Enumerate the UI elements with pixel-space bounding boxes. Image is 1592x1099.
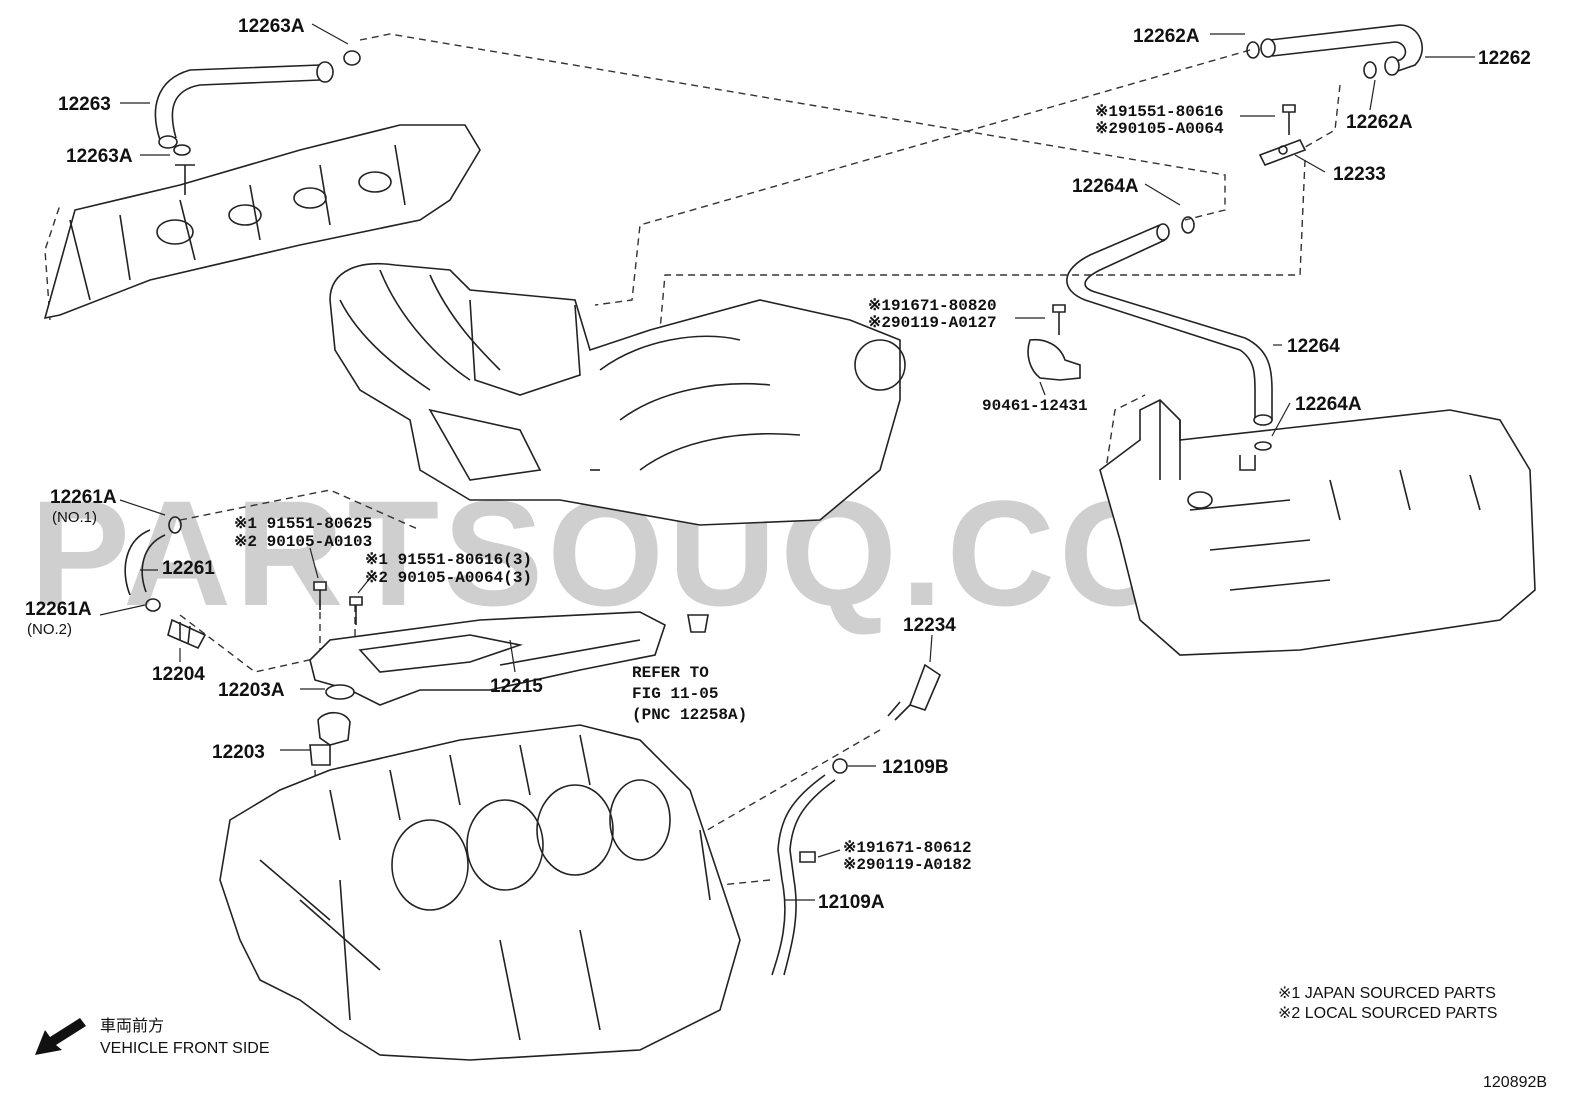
- part-12204: [167, 618, 207, 650]
- front-side-en: VEHICLE FRONT SIDE: [100, 1040, 270, 1057]
- separator-12215: [309, 611, 709, 706]
- right-head-cover: [1099, 399, 1536, 656]
- clamp-90461: [1027, 304, 1081, 381]
- label-12262A-right: 12262A: [1346, 112, 1413, 133]
- label-12109A: 12109A: [818, 892, 885, 913]
- label-12261A-no2: 12261A: [25, 599, 92, 620]
- left-head-cover: [43, 124, 481, 320]
- refer-line-3: (PNC 12258A): [632, 706, 747, 724]
- front-arrow-icon: [35, 1018, 86, 1055]
- label-bolt-mid-jp: ※1 91551-80616(3): [365, 551, 532, 569]
- part-12203: [309, 711, 351, 766]
- label-bolt-clamp-jp: ※191671-80820: [868, 297, 997, 315]
- label-bolt-12233-jp: ※191551-80616: [1095, 103, 1224, 121]
- label-12264: 12264: [1287, 336, 1340, 357]
- label-12203A: 12203A: [218, 680, 285, 701]
- hose-12261: [124, 516, 182, 612]
- label-12109B: 12109B: [882, 757, 949, 778]
- label-no1: (NO.1): [52, 509, 97, 526]
- intake-manifold: [329, 263, 906, 526]
- label-12215: 12215: [490, 676, 543, 697]
- leader-lines: [99, 23, 1475, 901]
- label-bolt-pipe-local: ※290119-A0182: [843, 856, 972, 874]
- label-no2: (NO.2): [27, 621, 72, 638]
- diagram-code: 120892B: [1483, 1074, 1547, 1091]
- label-bolt-left-jp: ※1 91551-80625: [234, 515, 372, 533]
- label-12203: 12203: [212, 742, 265, 763]
- label-12263: 12263: [58, 94, 111, 115]
- label-12264A-top: 12264A: [1072, 176, 1139, 197]
- label-12204: 12204: [152, 664, 205, 685]
- label-12261A-no1: 12261A: [50, 487, 117, 508]
- engine-block: [219, 724, 741, 1061]
- label-bolt-pipe-jp: ※191671-80612: [843, 839, 972, 857]
- dashed-guides: [44, 33, 1341, 886]
- label-12262: 12262: [1478, 48, 1531, 69]
- hose-12262: [1246, 24, 1424, 79]
- label-12234: 12234: [903, 615, 956, 636]
- label-12264A-bottom: 12264A: [1295, 394, 1362, 415]
- dipstick-assembly: [771, 663, 941, 976]
- label-12261: 12261: [162, 558, 215, 579]
- label-bolt-left-local: ※2 90105-A0103: [234, 533, 372, 551]
- label-12263A-bottom: 12263A: [66, 146, 133, 167]
- refer-line-1: REFER TO: [632, 664, 709, 682]
- legend-japan: ※1 JAPAN SOURCED PARTS: [1278, 985, 1496, 1002]
- label-bolt-12233-local: ※290105-A0064: [1095, 120, 1224, 138]
- bracket-12233: [1258, 104, 1307, 167]
- label-bolt-mid-local: ※2 90105-A0064(3): [365, 569, 532, 587]
- hose-12264: [1066, 216, 1273, 451]
- label-12233: 12233: [1333, 164, 1386, 185]
- label-12262A-top: 12262A: [1133, 26, 1200, 47]
- legend-local: ※2 LOCAL SOURCED PARTS: [1278, 1005, 1497, 1022]
- separator-bolts: [313, 581, 363, 625]
- refer-line-2: FIG 11-05: [632, 685, 718, 703]
- part-labels: 12263A 12263 12263A 12262A 12262 12262A …: [25, 16, 1531, 913]
- label-12263A-top: 12263A: [238, 16, 305, 37]
- hose-12263: [154, 50, 361, 156]
- front-side-jp: 車両前方: [100, 1017, 164, 1035]
- label-bolt-clamp-local: ※290119-A0127: [868, 314, 997, 332]
- label-clamp-90461: 90461-12431: [982, 397, 1088, 415]
